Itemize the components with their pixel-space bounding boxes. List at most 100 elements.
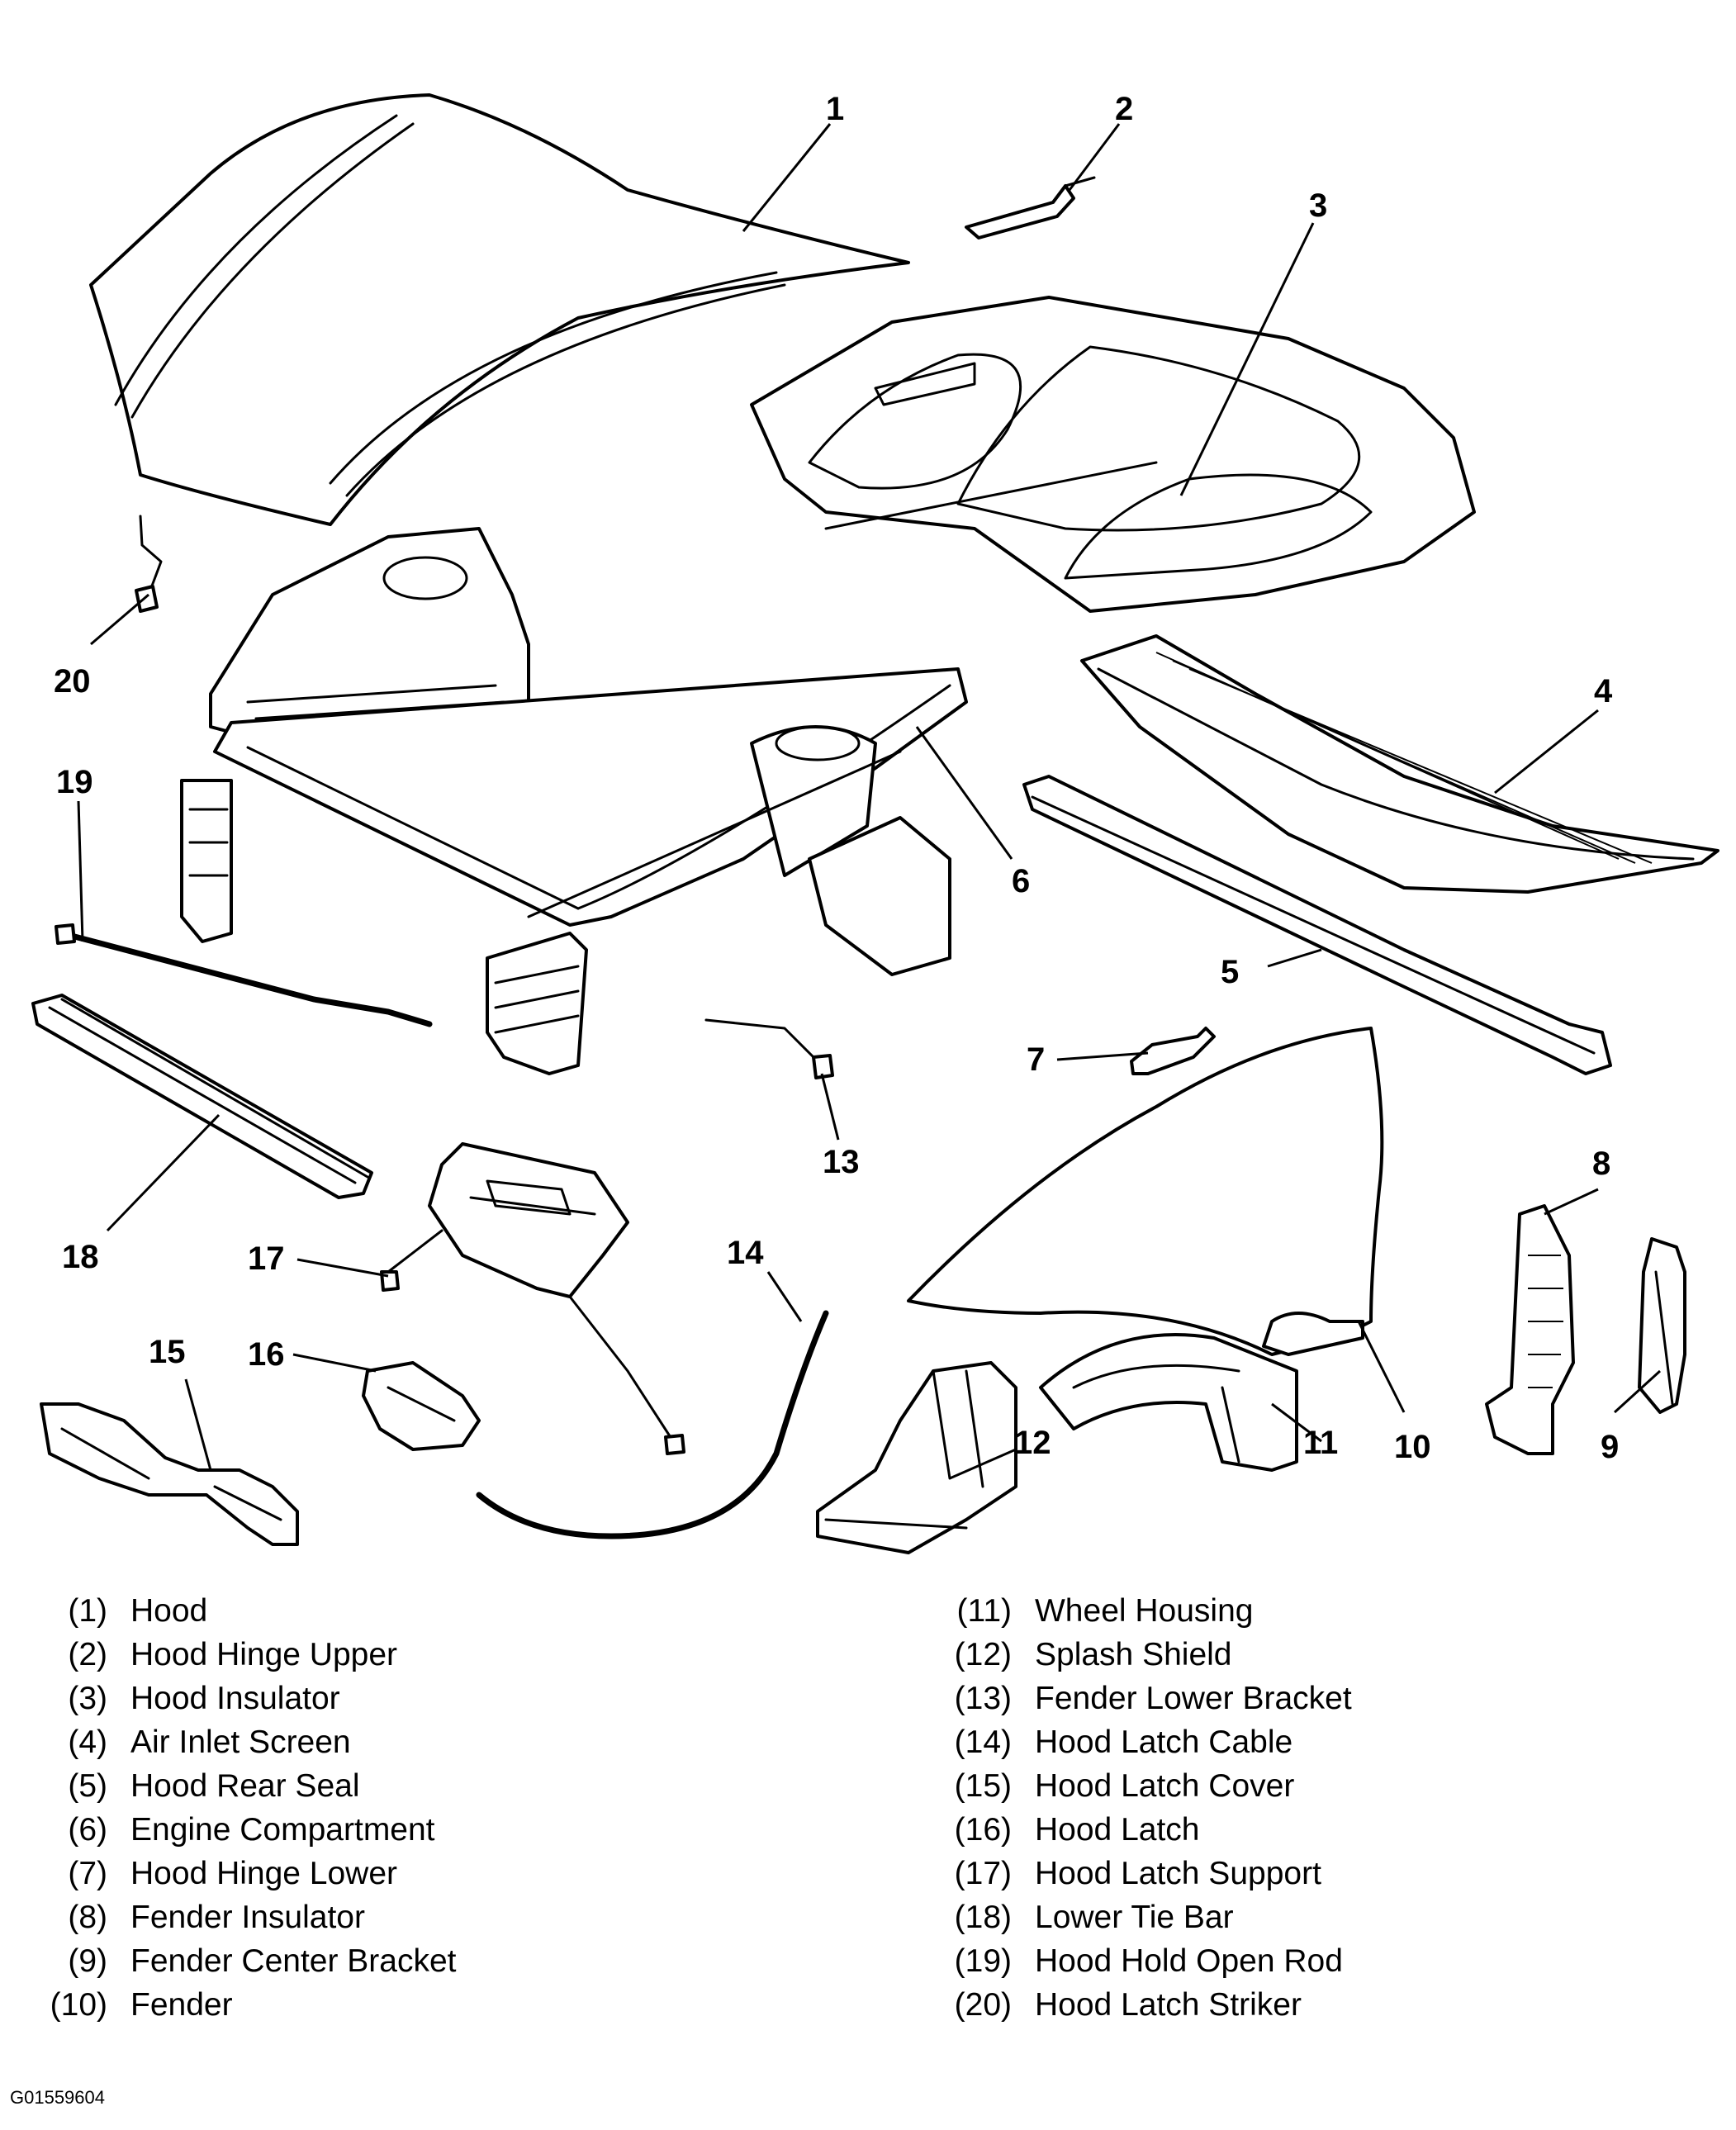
hood-latch-cable-part bbox=[476, 1310, 829, 1539]
legend-item: (8) Fender Insulator bbox=[17, 1896, 365, 1939]
legend-item: (10) Fender bbox=[17, 1984, 233, 2027]
leader-line-5 bbox=[1267, 948, 1322, 968]
legend-item: (18)Lower Tie Bar bbox=[921, 1896, 1234, 1939]
hood-part bbox=[89, 93, 910, 526]
hood-hinge-upper-part bbox=[965, 176, 1096, 240]
legend-label: Hood Latch Support bbox=[1035, 1856, 1321, 1891]
leader-line-7 bbox=[1056, 1051, 1149, 1061]
hood-insulator-part bbox=[750, 296, 1476, 613]
legend-label: Fender Insulator bbox=[130, 1900, 365, 1935]
legend-label: Hood Latch bbox=[1035, 1812, 1200, 1848]
legend-number: (11) bbox=[956, 1593, 1012, 1629]
legend-item: (12) Splash Shield bbox=[921, 1634, 1232, 1677]
legend-label: Hood Hold Open Rod bbox=[1035, 1943, 1343, 1979]
callout-1: 1 bbox=[826, 91, 844, 127]
lower-tie-bar-part bbox=[31, 994, 373, 1199]
hood-latch-part bbox=[362, 1361, 481, 1451]
legend-label: Hood Rear Seal bbox=[130, 1768, 360, 1804]
legend-number: (2) bbox=[68, 1637, 107, 1672]
legend-label: Fender Center Bracket bbox=[130, 1943, 457, 1979]
legend-number: (6) bbox=[68, 1812, 107, 1848]
callout-11: 11 bbox=[1303, 1425, 1338, 1461]
callout-17: 17 bbox=[248, 1241, 285, 1277]
hood-hold-open-rod-part bbox=[55, 923, 433, 1027]
callout-8: 8 bbox=[1592, 1146, 1610, 1182]
callout-3: 3 bbox=[1309, 187, 1327, 224]
leader-line-13 bbox=[820, 1073, 840, 1141]
callout-16: 16 bbox=[248, 1336, 285, 1373]
callout-20: 20 bbox=[54, 663, 91, 700]
legend-number: (8) bbox=[68, 1900, 107, 1935]
leader-line-3 bbox=[1179, 222, 1315, 496]
legend-label: Fender Lower Bracket bbox=[1035, 1681, 1352, 1716]
legend-item: (13) Fender Lower Bracket bbox=[921, 1677, 1352, 1720]
legend-item: (19)Hood Hold Open Rod bbox=[921, 1940, 1343, 1983]
leader-line-17 bbox=[296, 1258, 389, 1278]
air-inlet-screen-part bbox=[1080, 634, 1719, 894]
callout-15: 15 bbox=[149, 1334, 186, 1370]
legend-number: (3) bbox=[68, 1681, 107, 1716]
leader-line-16 bbox=[292, 1353, 377, 1373]
fender-lower-bracket-part bbox=[704, 1018, 834, 1079]
legend-label: Hood Hinge Lower bbox=[130, 1856, 398, 1891]
legend-number: (20) bbox=[954, 1987, 1012, 2023]
legend-label: Splash Shield bbox=[1035, 1637, 1232, 1672]
fender-insulator-part bbox=[1485, 1204, 1575, 1455]
legend-label: Fender bbox=[130, 1987, 233, 2023]
callout-9: 9 bbox=[1601, 1429, 1619, 1465]
leader-lines bbox=[77, 123, 1662, 1480]
legend-number: (18) bbox=[954, 1900, 1012, 1935]
leader-line-4 bbox=[1494, 709, 1599, 795]
legend-item: (4)Air Inlet Screen bbox=[17, 1721, 351, 1764]
callout-13: 13 bbox=[823, 1144, 860, 1180]
legend-number: (17) bbox=[954, 1856, 1012, 1891]
legend-label: Hood Latch Cable bbox=[1035, 1724, 1293, 1760]
leader-line-12 bbox=[949, 1448, 1017, 1480]
legend-label: Hood bbox=[130, 1593, 208, 1629]
legend-number: (9) bbox=[68, 1943, 107, 1979]
callout-5: 5 bbox=[1221, 954, 1239, 990]
callout-10: 10 bbox=[1394, 1429, 1431, 1465]
engine-compartment-part bbox=[180, 527, 968, 1075]
legend-label: Hood Latch Striker bbox=[1035, 1987, 1302, 2023]
fender-part bbox=[907, 1027, 1384, 1356]
legend-label: Wheel Housing bbox=[1035, 1593, 1254, 1629]
legend-number: (14) bbox=[954, 1724, 1012, 1760]
leader-line-15 bbox=[184, 1378, 212, 1471]
legend-item: (3)Hood Insulator bbox=[17, 1677, 339, 1720]
figure-code: G01559604 bbox=[10, 2087, 105, 2108]
legend-item: (7) Hood Hinge Lower bbox=[17, 1852, 397, 1895]
legend-number: (10) bbox=[50, 1987, 107, 2023]
legend-number: (5) bbox=[68, 1768, 107, 1804]
callout-14: 14 bbox=[727, 1235, 764, 1271]
splash-shield-part bbox=[816, 1361, 1017, 1554]
legend-number: (7) bbox=[68, 1856, 107, 1891]
exploded-parts-diagram: 1 2 3 4 5 6 7 8 9 10 11 12 13 14 15 16 1… bbox=[31, 91, 1719, 1554]
legend-item: (11) Wheel Housing bbox=[921, 1590, 1254, 1633]
legend-number: (15) bbox=[954, 1768, 1012, 1804]
legend-item: (16)Hood Latch bbox=[921, 1809, 1200, 1852]
leader-line-10 bbox=[1357, 1321, 1406, 1413]
callout-12: 12 bbox=[1014, 1425, 1051, 1461]
legend-item: (15)Hood Latch Cover bbox=[921, 1765, 1295, 1808]
callout-numbers: 1 2 3 4 5 6 7 8 9 10 11 12 13 14 15 16 1… bbox=[54, 91, 1619, 1465]
legend-number: (12) bbox=[954, 1637, 1012, 1672]
hood-latch-striker-part bbox=[135, 515, 163, 613]
callout-18: 18 bbox=[62, 1239, 99, 1275]
legend-label: Air Inlet Screen bbox=[130, 1724, 351, 1760]
leader-line-19 bbox=[77, 800, 84, 942]
legend-item: (14) Hood Latch Cable bbox=[921, 1721, 1293, 1764]
legend-item: (1)Hood bbox=[17, 1590, 207, 1633]
callout-4: 4 bbox=[1594, 673, 1613, 709]
parts-legend: (1)Hood (2)Hood Hinge Upper (3)Hood Insu… bbox=[0, 1590, 1736, 2052]
legend-item: (9) Fender Center Bracket bbox=[17, 1940, 457, 1983]
hood-hinge-lower-part bbox=[1130, 1027, 1216, 1075]
callout-2: 2 bbox=[1115, 91, 1133, 127]
legend-item: (17) Hood Latch Support bbox=[921, 1852, 1321, 1895]
leader-line-9 bbox=[1613, 1369, 1662, 1414]
wheel-housing-part bbox=[1039, 1333, 1298, 1472]
leader-line-20 bbox=[90, 593, 149, 646]
legend-number: (13) bbox=[954, 1681, 1012, 1716]
leader-line-1 bbox=[742, 123, 832, 232]
leader-line-18 bbox=[106, 1113, 221, 1232]
